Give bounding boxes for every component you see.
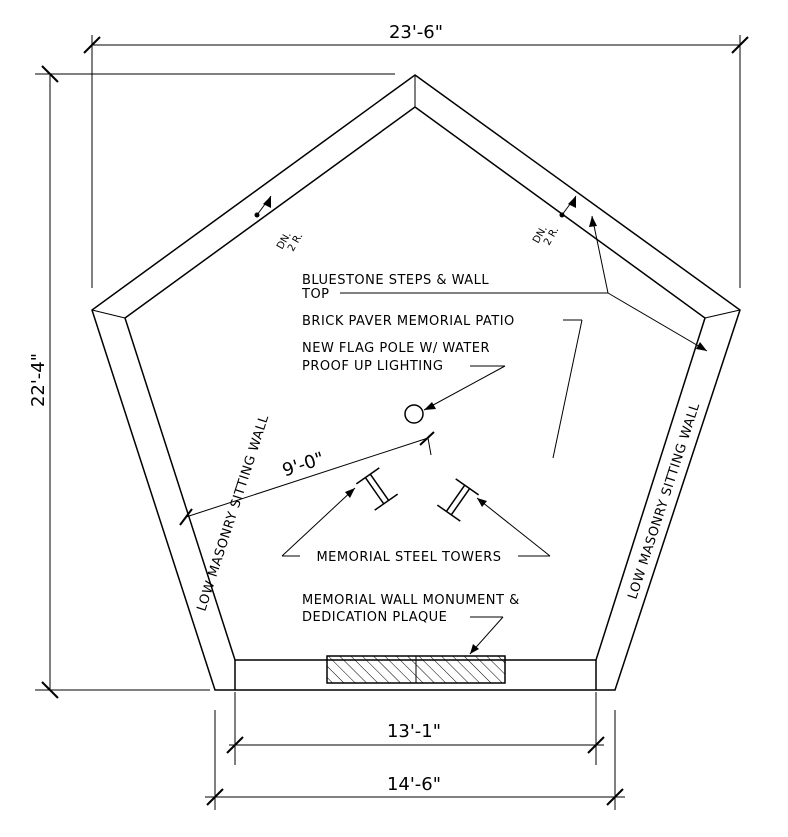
label-patio: BRICK PAVER MEMORIAL PATIO (302, 314, 515, 329)
dimension-radius: 9'-0" (179, 431, 435, 526)
leader-patio (552, 319, 583, 459)
label-flagpole-line2: PROOF UP LIGHTING (302, 359, 443, 374)
dimension-text-overall-width: 23'-6" (389, 22, 443, 43)
leader-monument-arrow (470, 644, 479, 654)
wall-corner-lines (91, 75, 741, 319)
leader-bluestone (340, 215, 708, 352)
flag-pole-circle (404, 404, 424, 424)
label-flagpole-line1: NEW FLAG POLE W/ WATER (302, 341, 490, 356)
label-wall-right: LOW MASONRY SITTING WALL (626, 401, 704, 601)
leader-towers (281, 487, 551, 557)
outer-pentagon-outline (91, 74, 741, 691)
dimension-overall-width: 23'-6" (83, 22, 749, 288)
dimension-outer-base: 14'-6" (205, 710, 625, 810)
leader-towers-arrow-left (345, 488, 355, 498)
label-bluestone-line2: TOP (301, 287, 330, 302)
steel-tower-left (355, 467, 399, 511)
steel-tower-right (436, 478, 480, 522)
label-monument-line2: DEDICATION PLAQUE (302, 610, 447, 625)
label-bluestone-line1: BLUESTONE STEPS & WALL (302, 273, 489, 288)
label-monument-line1: MEMORIAL WALL MONUMENT & (302, 593, 520, 608)
label-wall-left: LOW MASONRY SITTING WALL (195, 413, 273, 613)
dimension-text-overall-depth: 22'-4" (28, 353, 49, 407)
dimension-text-outer-base: 14'-6" (387, 774, 441, 795)
leader-bluestone-arrow-a (696, 342, 707, 351)
dimension-text-inner-base: 13'-1" (387, 721, 441, 742)
label-towers: MEMORIAL STEEL TOWERS (316, 550, 501, 565)
step-arrow-right: DN. 2 R. (531, 195, 577, 248)
leader-bluestone-arrow-b (589, 216, 597, 227)
dimension-inner-base: 13'-1" (226, 692, 605, 765)
dimension-overall-depth: 22'-4" (28, 65, 395, 699)
leader-towers-arrow-right (477, 498, 487, 507)
dimension-text-radius: 9'-0" (280, 448, 327, 481)
leader-flagpole (423, 365, 506, 411)
leader-flagpole-arrow (424, 402, 436, 410)
base-strip (234, 660, 597, 690)
